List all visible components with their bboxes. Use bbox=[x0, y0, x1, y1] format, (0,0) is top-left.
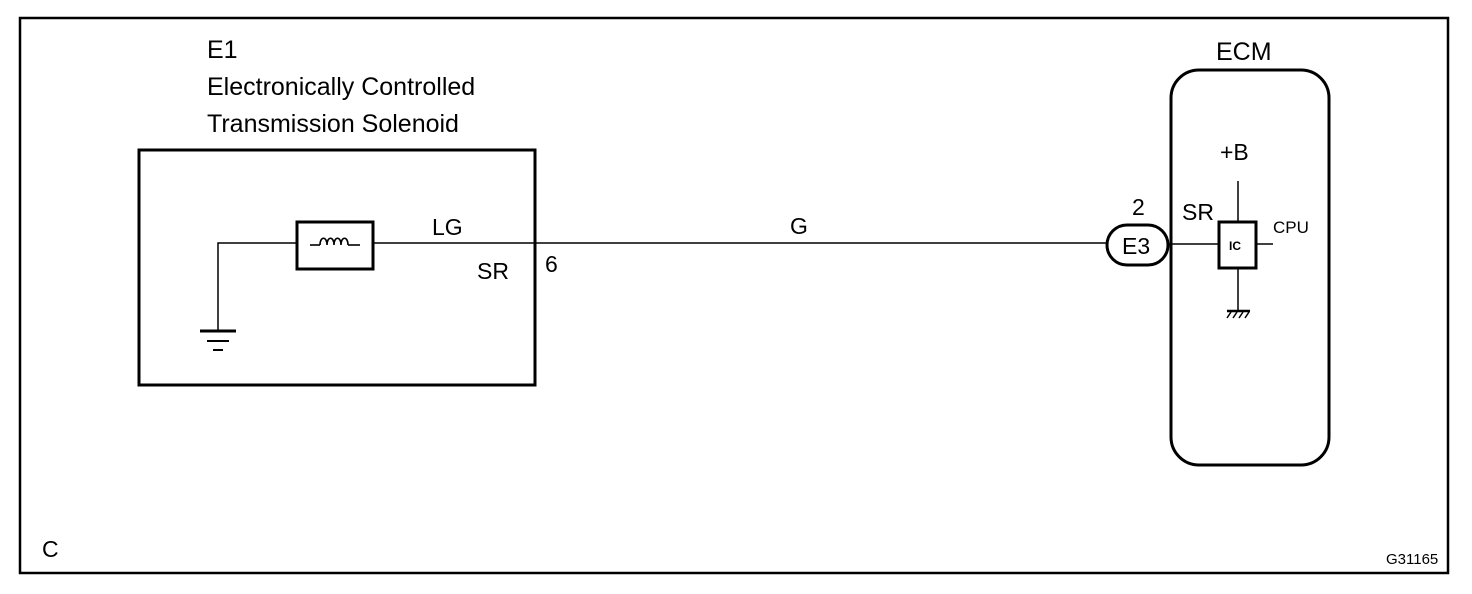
component-name-line2: Transmission Solenoid bbox=[207, 110, 459, 138]
ecm-terminal-name: SR bbox=[1182, 199, 1214, 225]
ecm-title: ECM bbox=[1216, 38, 1272, 66]
ecm-connector bbox=[1105, 223, 1170, 267]
solenoid-coil bbox=[295, 220, 375, 271]
component-box bbox=[137, 148, 537, 387]
ecm-connector-label: E3 bbox=[1122, 233, 1150, 259]
component-name-line1: Electronically Controlled bbox=[207, 73, 475, 101]
ecm-box bbox=[1169, 68, 1331, 467]
inner-wire-color: LG bbox=[432, 214, 463, 240]
figure-code: G31165 bbox=[1386, 551, 1438, 568]
component-terminal-number: 6 bbox=[545, 251, 558, 277]
component-terminal-name: SR bbox=[477, 258, 509, 284]
cpu-label: CPU bbox=[1273, 218, 1309, 237]
ecm-supply-label: +B bbox=[1220, 139, 1249, 165]
coil-icon bbox=[310, 237, 360, 246]
chassis-ground-icon bbox=[1226, 309, 1250, 319]
outer-frame bbox=[18, 16, 1450, 575]
ic-label: IC bbox=[1229, 239, 1241, 253]
ground-wire bbox=[217, 242, 297, 330]
ecm-connector-pin: 2 bbox=[1132, 194, 1145, 220]
harness-wire-color: G bbox=[790, 213, 808, 239]
ground-icon bbox=[200, 329, 236, 351]
corner-letter: C bbox=[42, 536, 59, 562]
component-id: E1 bbox=[207, 36, 238, 64]
